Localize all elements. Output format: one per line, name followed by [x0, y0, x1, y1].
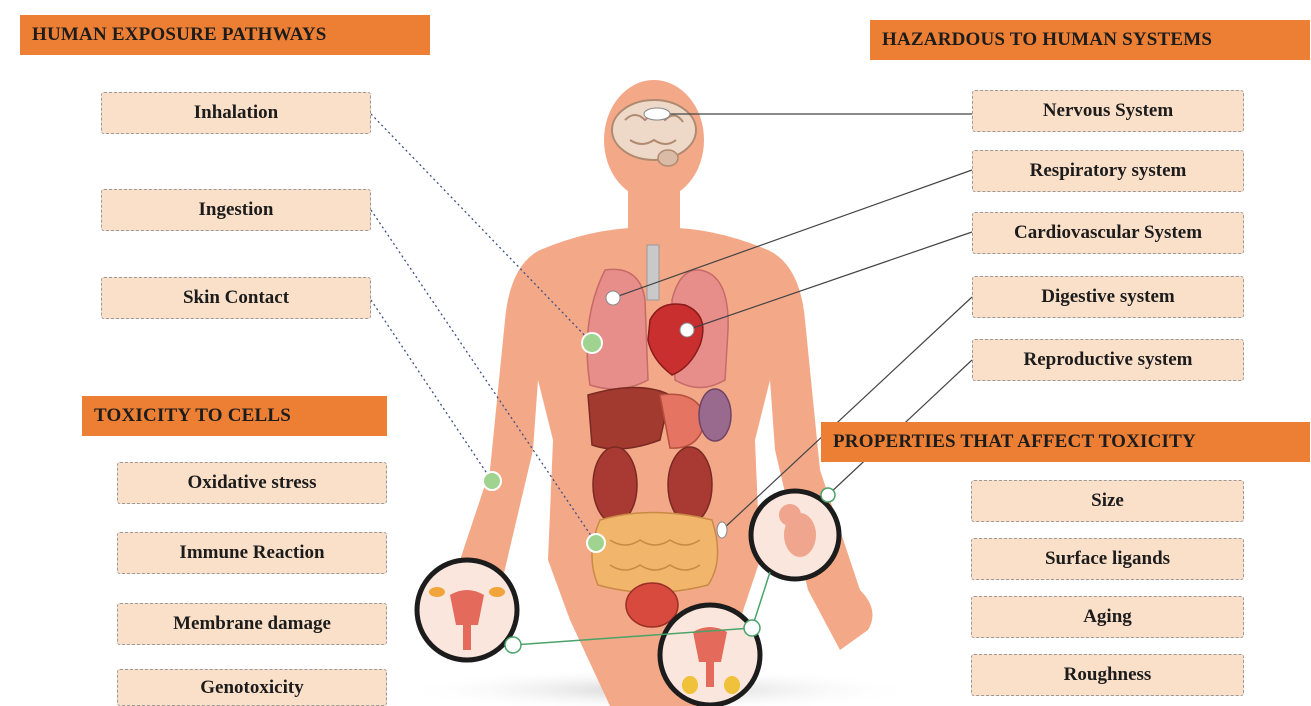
exposure-item-inhalation: Inhalation [101, 92, 371, 134]
exposure-header: HUMAN EXPOSURE PATHWAYS [20, 15, 430, 55]
exposure-item-ingestion: Ingestion [101, 189, 371, 231]
fetus-inset [751, 491, 839, 579]
uterus-inset-center [660, 605, 760, 705]
toxicity-item-immune-reaction: Immune Reaction [117, 532, 387, 574]
liver [588, 388, 670, 450]
hazards-header: HAZARDOUS TO HUMAN SYSTEMS [870, 20, 1310, 60]
toxicity-header: TOXICITY TO CELLS [82, 396, 387, 436]
kidney-left [593, 447, 637, 523]
hazard-item-reproductive: Reproductive system [972, 339, 1244, 381]
kidney-right [668, 447, 712, 523]
toxicity-item-oxidative-stress: Oxidative stress [117, 462, 387, 504]
hazard-item-nervous: Nervous System [972, 90, 1244, 132]
bladder [626, 583, 678, 627]
hazard-item-cardiovascular: Cardiovascular System [972, 212, 1244, 254]
property-item-surface-ligands: Surface ligands [971, 538, 1244, 580]
toxicity-item-genotoxicity: Genotoxicity [117, 669, 387, 706]
uterus-inset-left [417, 560, 517, 660]
property-item-size: Size [971, 480, 1244, 522]
hazard-item-respiratory: Respiratory system [972, 150, 1244, 192]
property-item-roughness: Roughness [971, 654, 1244, 696]
toxicity-item-membrane-damage: Membrane damage [117, 603, 387, 645]
intestines [592, 513, 718, 593]
property-item-aging: Aging [971, 596, 1244, 638]
spleen [699, 389, 731, 441]
properties-header: PROPERTIES THAT AFFECT TOXICITY [821, 422, 1310, 462]
exposure-item-skin-contact: Skin Contact [101, 277, 371, 319]
hazard-item-digestive: Digestive system [972, 276, 1244, 318]
